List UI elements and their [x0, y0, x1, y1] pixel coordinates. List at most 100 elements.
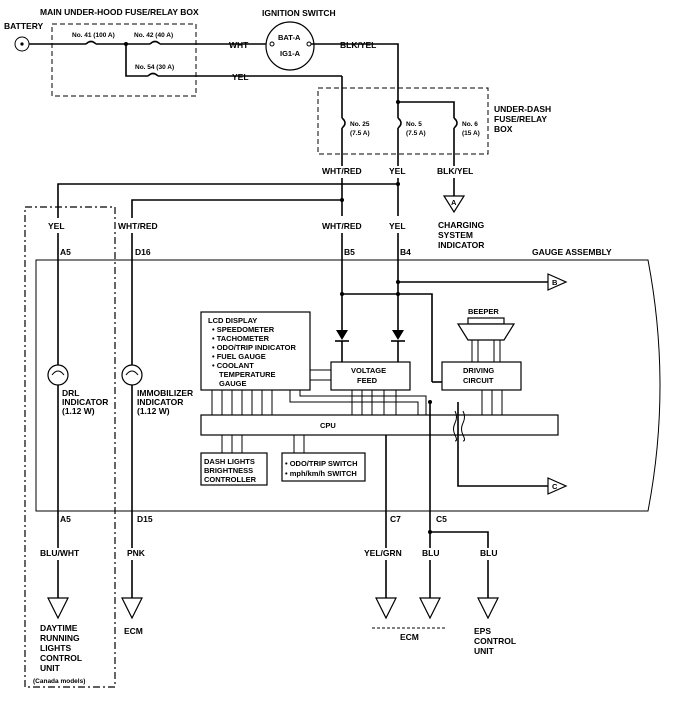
ig1-a-label: IG1-A	[280, 49, 301, 58]
cpu-break-marks	[453, 410, 465, 442]
driving-circuit-label-2: CIRCUIT	[463, 376, 494, 385]
lcd-line-2: • SPEEDOMETER	[212, 325, 275, 334]
fuse-6-rating: (15 A)	[462, 130, 480, 137]
cpu-label: CPU	[320, 421, 336, 430]
ecm-label-left: ECM	[124, 626, 143, 636]
drl-unit-1: DAYTIME	[40, 623, 78, 633]
drl-unit-terminal	[47, 597, 69, 620]
voltage-feed-box	[330, 361, 411, 391]
lcd-line-8: GAUGE	[219, 379, 247, 388]
cpu-dash-lines	[221, 435, 243, 453]
ecm-terminal-yelgrn	[375, 597, 397, 620]
main-underhood-fuse-box	[51, 23, 197, 97]
imm-label-1: IMMOBILIZER	[137, 388, 193, 398]
imm-label-3: (1.12 W)	[137, 406, 170, 416]
fuse-6-label: No. 6	[462, 121, 478, 128]
drl-label-1: DRL	[62, 388, 79, 398]
connector-b5: B5	[344, 247, 355, 257]
terminal-b-label: B	[552, 278, 558, 287]
connector-a5-top: A5	[60, 247, 71, 257]
blk-yel-label-lower: BLK/YEL	[437, 166, 473, 176]
blu-label-ecm: BLU	[422, 548, 439, 558]
terminal-b	[547, 273, 568, 291]
blk-yel-label: BLK/YEL	[340, 40, 376, 50]
switch-label-1: • ODO/TRIP SWITCH	[285, 459, 358, 468]
underdash-fuse-box	[317, 76, 489, 166]
switch-label-2: • mph/km/h SWITCH	[285, 469, 357, 478]
fuse-25-label: No. 25	[350, 121, 370, 128]
battery-symbol	[14, 36, 52, 52]
immobilizer-indicator-bulb	[121, 364, 143, 386]
underdash-label-1: UNDER-DASH	[494, 104, 551, 114]
drl-unit-3: LIGHTS	[40, 643, 71, 653]
gauge-assembly-outline	[35, 259, 661, 512]
canada-models-box	[24, 206, 116, 688]
eps-label-3: UNIT	[474, 646, 495, 656]
wht-wire-label: WHT	[229, 40, 249, 50]
dash-label-2: BRIGHTNESS	[204, 466, 253, 475]
lcd-line-1: LCD DISPLAY	[208, 316, 257, 325]
fuse-41-label: No. 41 (100 A)	[72, 32, 115, 39]
beeper-symbol	[456, 317, 516, 363]
driving-circuit-label-1: DRIVING	[463, 366, 494, 375]
cpu-switch-lines	[293, 435, 305, 453]
yel-label-upper: YEL	[389, 166, 406, 176]
ecm-terminal-pnk	[121, 597, 143, 620]
lcd-cpu-lines	[211, 390, 273, 415]
voltage-feed-label-2: FEED	[357, 376, 378, 385]
lcd-line-3: • TACHOMETER	[212, 334, 270, 343]
driving-cpu-lines	[481, 390, 503, 415]
blu-wht-label: BLU/WHT	[40, 548, 80, 558]
ecm-terminal-blu	[419, 597, 441, 620]
bat-a-label: BAT-A	[278, 33, 301, 42]
lcd-line-4: • ODO/TRIP INDICATOR	[212, 343, 296, 352]
connector-d16: D16	[135, 247, 151, 257]
battery-label: BATTERY	[4, 21, 44, 31]
diode-b4	[391, 330, 405, 342]
odo-switch-box	[281, 452, 366, 482]
fuse-5-label: No. 5	[406, 121, 422, 128]
terminal-a-label: A	[451, 198, 457, 207]
connector-c5: C5	[436, 514, 447, 524]
dash-label-1: DASH LIGHTS	[204, 457, 255, 466]
drl-label-2: INDICATOR	[62, 397, 108, 407]
imm-label-2: INDICATOR	[137, 397, 183, 407]
cpu-box	[200, 414, 559, 436]
connector-b4: B4	[400, 247, 411, 257]
lcd-line-5: • FUEL GAUGE	[212, 352, 266, 361]
ignition-switch-label: IGNITION SWITCH	[262, 8, 336, 18]
eps-terminal	[477, 597, 499, 620]
underdash-label-2: FUSE/RELAY	[494, 114, 547, 124]
connector-d15: D15	[137, 514, 153, 524]
lcd-display-box	[200, 311, 311, 391]
ecm-label-right: ECM	[400, 632, 419, 642]
diode-b5	[335, 330, 349, 342]
charging-label-1: CHARGING	[438, 220, 485, 230]
fuse-5-rating: (7.5 A)	[406, 130, 426, 137]
wht-red-bus-wire	[131, 199, 342, 218]
eps-label-1: EPS	[474, 626, 491, 636]
terminal-c	[547, 477, 568, 495]
fuse-54-label: No. 54 (30 A)	[135, 64, 174, 71]
eps-label-2: CONTROL	[474, 636, 516, 646]
drl-unit-2: RUNNING	[40, 633, 80, 643]
gauge-assembly-label: GAUGE ASSEMBLY	[532, 247, 612, 257]
drl-indicator-bulb	[47, 364, 69, 386]
lcd-line-6: • COOLANT	[212, 361, 254, 370]
blk-yel-wire	[311, 43, 399, 102]
connector-c7: C7	[390, 514, 401, 524]
drl-unit-5: UNIT	[40, 663, 61, 673]
yel-label-drl: YEL	[48, 221, 65, 231]
yel-bus-wire	[57, 183, 398, 218]
terminal-c-label: C	[552, 482, 558, 491]
yel-wire-label: YEL	[232, 72, 249, 82]
underdash-label-3: BOX	[494, 124, 513, 134]
yel-label-b4: YEL	[389, 221, 406, 231]
blu-label-eps: BLU	[480, 548, 497, 558]
wht-red-label-b5: WHT/RED	[322, 221, 362, 231]
driving-circuit-box	[441, 361, 522, 391]
dash-label-3: CONTROLLER	[204, 475, 257, 484]
ignition-switch	[265, 21, 315, 71]
wht-red-label-upper: WHT/RED	[322, 166, 362, 176]
